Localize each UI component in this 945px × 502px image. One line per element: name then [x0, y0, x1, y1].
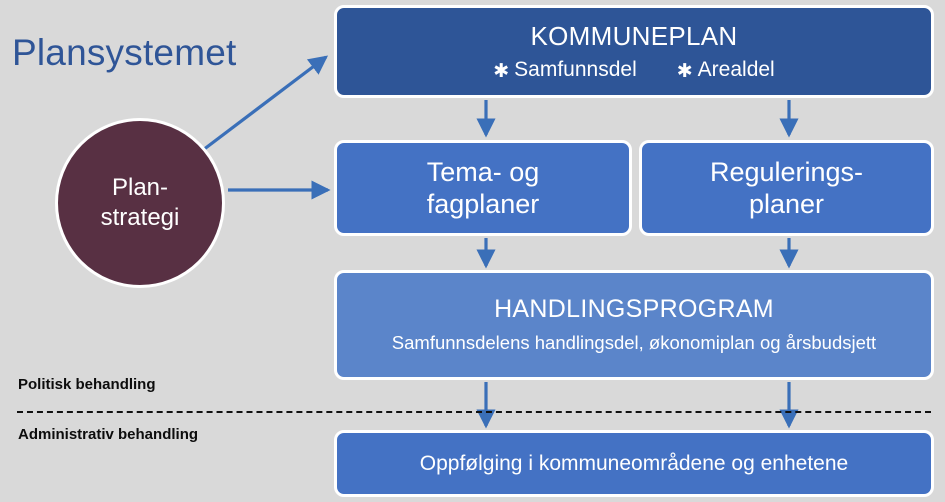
node-plan-strategi-line1: Plan- — [111, 174, 169, 201]
kommuneplan-item-samfunnsdel: ✱Samfunnsdel — [493, 58, 637, 82]
node-tema-line2: fagplaner — [426, 189, 540, 219]
page-title: Plansystemet — [12, 32, 237, 73]
node-handlingsprogram-title: HANDLINGSPROGRAM — [494, 295, 774, 324]
node-tema-og-fagplaner[interactable]: Tema- og fagplaner — [334, 140, 632, 236]
node-reguleringsplaner[interactable]: Regulerings- planer — [639, 140, 934, 236]
kommuneplan-item-arealdel-label: Arealdel — [697, 58, 775, 81]
node-kommuneplan-title: KOMMUNEPLAN — [530, 21, 738, 51]
node-handlingsprogram-subtitle: Samfunnsdelens handlingsdel, økonomiplan… — [391, 332, 877, 354]
node-kommuneplan[interactable]: KOMMUNEPLAN ✱Samfunnsdel ✱Arealdel — [334, 5, 934, 98]
node-tema-line1: Tema- og — [426, 156, 540, 187]
node-oppfolging[interactable]: Oppfølging i kommuneområdene og enhetene — [334, 430, 934, 497]
divider-dashed-line — [17, 411, 931, 413]
kommuneplan-item-samfunnsdel-label: Samfunnsdel — [514, 58, 637, 81]
node-regulering-line1: Regulerings- — [709, 156, 864, 187]
node-plan-strategi-line2: strategi — [100, 204, 180, 231]
asterisk-icon: ✱ — [676, 61, 693, 82]
kommuneplan-item-arealdel: ✱Arealdel — [677, 58, 775, 82]
node-plan-strategi[interactable]: Plan- strategi — [55, 118, 225, 288]
node-regulering-line2: planer — [748, 189, 825, 219]
label-politisk-behandling: Politisk behandling — [18, 376, 156, 393]
node-oppfolging-label: Oppfølging i kommuneområdene og enhetene — [419, 451, 849, 475]
label-administrativ-behandling: Administrativ behandling — [18, 426, 199, 443]
asterisk-icon: ✱ — [493, 61, 510, 82]
node-kommuneplan-items: ✱Samfunnsdel ✱Arealdel — [493, 58, 774, 82]
node-handlingsprogram[interactable]: HANDLINGSPROGRAM Samfunnsdelens handling… — [334, 270, 934, 380]
